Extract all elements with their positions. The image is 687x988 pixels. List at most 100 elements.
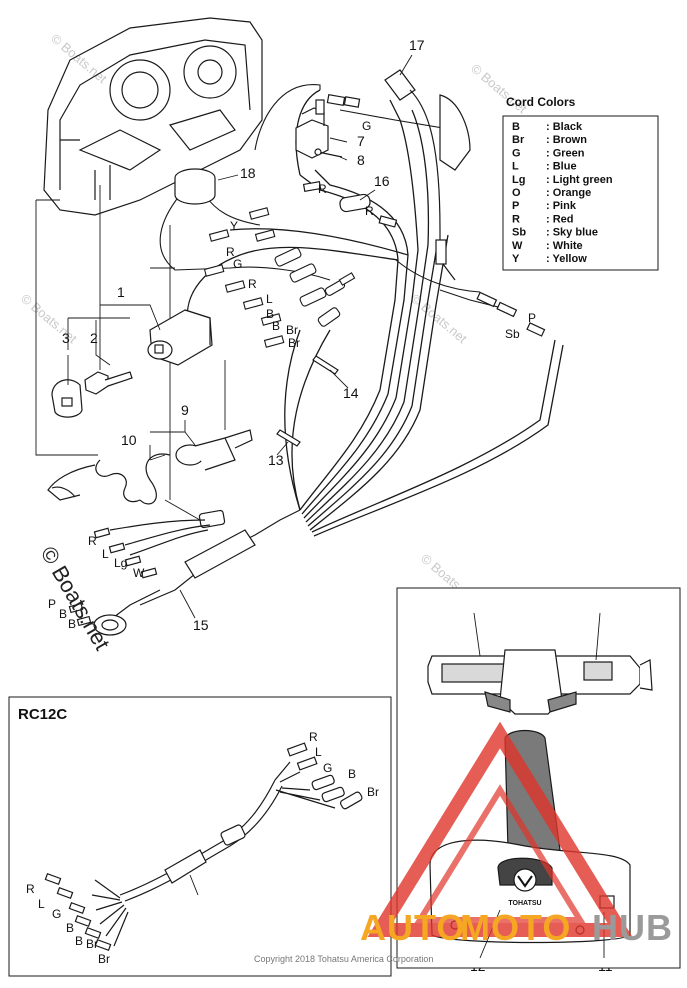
- wire-label: Br: [286, 323, 298, 337]
- main-switch-1: [147, 309, 213, 366]
- wire-label: G: [362, 119, 371, 133]
- wire-label: R: [318, 182, 327, 196]
- legend-code: G: [512, 147, 521, 159]
- wire-label: Br: [86, 937, 98, 951]
- brand-overlay: AUTO MOTO HUB: [360, 721, 673, 948]
- key-2: [84, 371, 133, 395]
- legend-color-name: : Brown: [546, 134, 587, 146]
- legend-color-name: : Green: [546, 147, 585, 159]
- extension-harness-15: [68, 509, 301, 636]
- brand-word-auto: AUTO: [360, 907, 465, 948]
- callout-9: 9: [181, 402, 189, 418]
- control-box-housing: [43, 17, 263, 216]
- callout-7: 7: [357, 133, 365, 149]
- wire-label: Y: [230, 219, 238, 233]
- watermark-text: © Boats.net: [48, 31, 110, 87]
- wire-labels: G R R Y R G R L B B Br Br P Sb R L Lg W …: [48, 119, 536, 631]
- wire-label: Sb: [505, 327, 520, 341]
- legend-code: Y: [512, 253, 520, 265]
- wire-label: B: [66, 921, 74, 935]
- cap-3: [51, 379, 83, 418]
- legend-code: O: [512, 187, 521, 199]
- wire-label: R: [26, 882, 35, 896]
- legend-color-name: : Pink: [546, 200, 577, 212]
- callout-8: 8: [357, 152, 365, 168]
- wire-label: R: [248, 277, 257, 291]
- callout-17: 17: [409, 37, 425, 53]
- legend-color-name: : Blue: [546, 161, 577, 173]
- wire-label: L: [102, 547, 109, 561]
- wire-label: B: [348, 767, 356, 781]
- callout-1: 1: [117, 284, 125, 300]
- wire-label: B: [266, 307, 274, 321]
- wire-label: L: [38, 897, 45, 911]
- callout-18: 18: [240, 165, 256, 181]
- wire-label: B: [75, 934, 83, 948]
- leader-lines: [473, 612, 605, 959]
- callout-2: 2: [90, 330, 98, 346]
- screw-8: [314, 148, 343, 158]
- wire-label: G: [233, 257, 242, 271]
- callout-10: 10: [121, 432, 137, 448]
- rc12c-inset: RC12C R L G B Br R L: [8, 696, 392, 977]
- legend-code: L: [512, 161, 519, 173]
- wire-label: B: [272, 319, 280, 333]
- callout-14: 14: [343, 385, 359, 401]
- legend-color-name: : Orange: [546, 187, 591, 199]
- legend-color-name: : Sky blue: [546, 227, 598, 239]
- brand-triangle-icon: [367, 721, 633, 937]
- rc12c-wire-labels: R L G B Br R L G B B Br Br: [26, 730, 379, 966]
- legend-code: Br: [512, 134, 525, 146]
- wire-label: L: [266, 292, 273, 306]
- brand-word-hub: HUB: [592, 907, 673, 948]
- remote-control-inset: TOHATSU: [396, 587, 681, 969]
- copyright-text: Copyright 2018 Tohatsu America Corporati…: [254, 954, 433, 964]
- lanyard-10: [47, 453, 171, 505]
- pin-13: [276, 429, 301, 447]
- callout-16: 16: [374, 173, 390, 189]
- legend-code: B: [512, 121, 520, 133]
- wire-label: R: [309, 730, 318, 744]
- watermark-text: © Boats.net: [18, 291, 80, 347]
- brand-triangle-inner-icon: [414, 784, 586, 923]
- wire-label: R: [365, 204, 374, 218]
- wire-label: G: [52, 907, 61, 921]
- main-harness: [186, 89, 564, 537]
- legend-code: P: [512, 200, 519, 212]
- wire-label: L: [315, 745, 322, 759]
- wire-label: G: [323, 761, 332, 775]
- clip-14: [312, 355, 339, 375]
- buzzer-18: [174, 168, 216, 205]
- connector-7: [295, 93, 361, 159]
- control-badge: TOHATSU: [508, 900, 541, 907]
- control-top-view: [427, 649, 653, 715]
- callout-3: 3: [62, 330, 70, 346]
- legend-color-name: : Yellow: [546, 253, 587, 265]
- leader-line: [189, 874, 199, 896]
- legend-code: Sb: [512, 227, 526, 239]
- trim-switch-17: [384, 69, 546, 337]
- wire-label: R: [88, 534, 97, 548]
- legend-color-name: : Black: [546, 121, 583, 133]
- inset-title: RC12C: [18, 706, 67, 723]
- legend-color-name: : White: [546, 240, 583, 252]
- legend-color-name: : Red: [546, 213, 574, 225]
- legend-color-name: : Light green: [546, 174, 613, 186]
- wire-label: P: [48, 597, 56, 611]
- rc12c-harness: [44, 742, 363, 951]
- wire-label: P: [528, 311, 536, 325]
- wire-label: Br: [288, 336, 300, 350]
- wire-label: Br: [98, 952, 110, 966]
- leader-lines: [67, 54, 413, 619]
- wire-label: Br: [367, 785, 379, 799]
- wire-label: W: [133, 566, 145, 580]
- wire-label: R: [226, 245, 235, 259]
- callout-15: 15: [193, 617, 209, 633]
- wire-label: Lg: [114, 556, 127, 570]
- legend-code: Lg: [512, 174, 525, 186]
- wire-label: B: [59, 607, 67, 621]
- legend-title: Cord Colors: [506, 95, 576, 109]
- bullet-connectors: [203, 207, 356, 348]
